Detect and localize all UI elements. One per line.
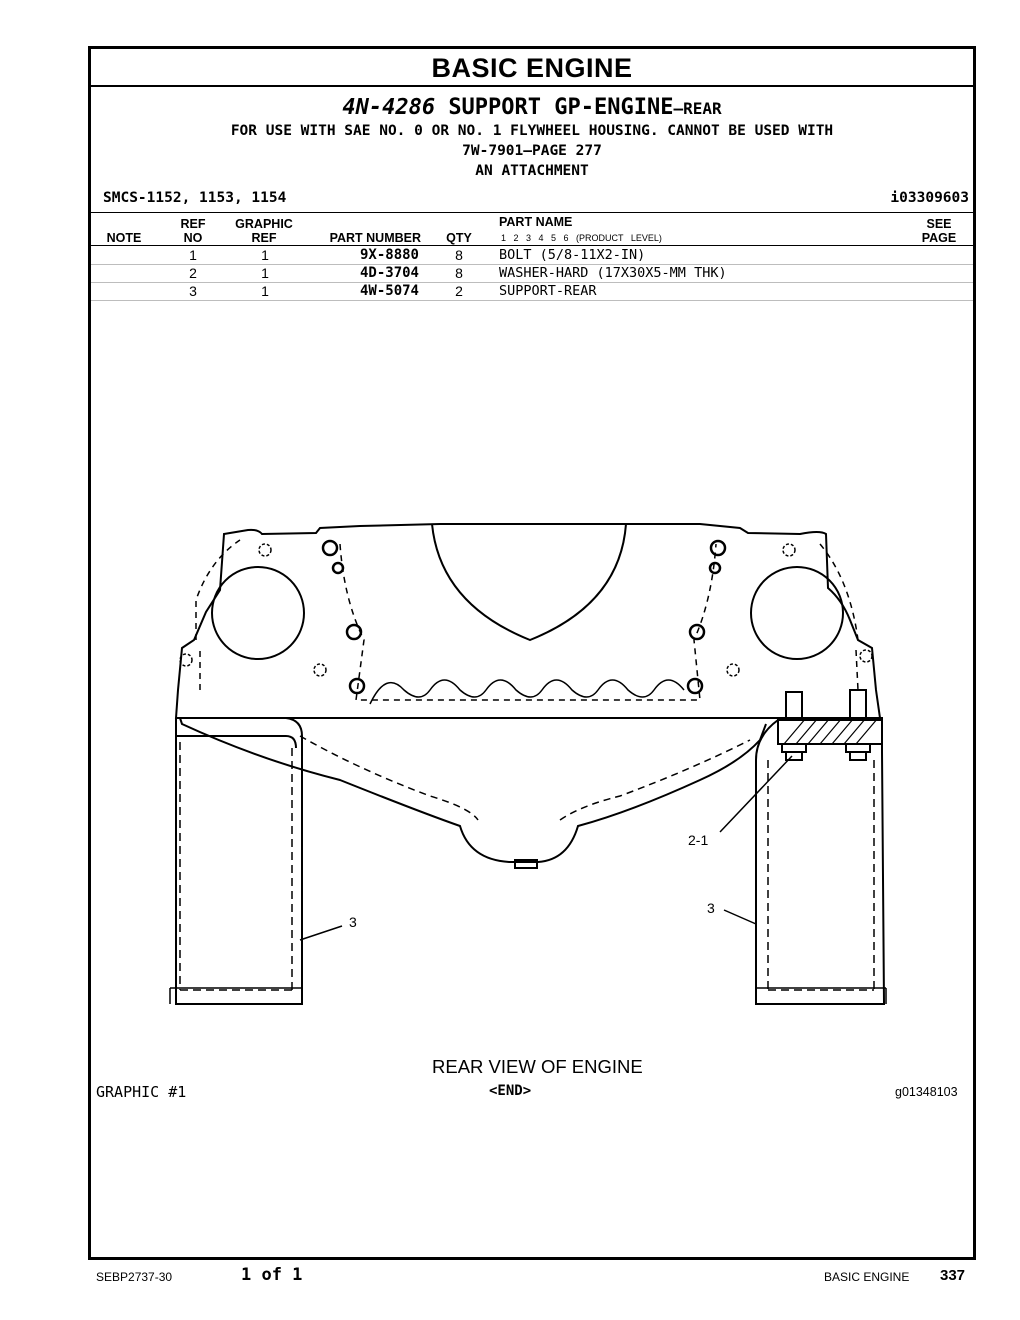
header-part-number: PART NUMBER [329,231,421,245]
left-support-foot [169,987,302,1004]
row2-graphic: 1 [261,265,269,281]
drain-plug [514,859,538,869]
row1-rule [91,264,973,265]
engine-block-outline [174,523,882,719]
table-header-rule [91,245,973,246]
group-title: 4N-4286 SUPPORT GP-ENGINE—REAR [91,95,973,120]
table-top-rule [91,212,973,213]
group-note-1: FOR USE WITH SAE NO. 0 OR NO. 1 FLYWHEEL… [230,123,834,139]
group-suffix: —REAR [673,99,722,118]
header-product-level: 1 2 3 4 5 6 (PRODUCT LEVEL) [501,233,662,243]
nut-left [785,751,803,761]
row2-rule [91,282,973,283]
row2-qty: 8 [455,265,463,281]
row1-part-name: BOLT (5/8-11X2-IN) [499,247,646,263]
row3-part-name: SUPPORT-REAR [499,283,597,299]
graphic-number: GRAPHIC #1 [96,1083,187,1101]
group-note-2: 7W-7901—PAGE 277 [462,143,602,159]
oil-pan-inner [299,735,751,821]
row2-ref: 2 [189,265,197,281]
washer-left [781,743,807,753]
footer-page-of: 1 of 1 [241,1265,303,1285]
section-title-bar: BASIC ENGINE [91,49,973,87]
callout-leader-2-1 [719,755,793,833]
row3-graphic: 1 [261,283,269,299]
header-graphic-1: GRAPHIC [235,217,293,231]
nut-right [849,751,867,761]
flange-hatch [783,717,879,745]
row1-part-number[interactable]: 9X-8880 [359,247,419,263]
header-see-page-2: PAGE [921,231,957,245]
row3-rule [91,300,973,301]
bolt-holes [321,539,727,695]
header-ref-1: REF [180,217,206,231]
row1-qty: 8 [455,247,463,263]
end-marker: <END> [489,1083,532,1099]
callout-2-1: 2-1 [688,832,709,848]
group-name: SUPPORT GP-ENGINE [448,95,674,120]
callout-3-left: 3 [349,914,357,930]
header-see-page-1: SEE [926,217,952,231]
callout-3-right: 3 [707,900,715,916]
engine-rear-view-drawing [169,523,887,1005]
left-support-dash [179,742,293,991]
header-qty: QTY [446,231,472,245]
group-part-number: 4N-4286 [342,95,436,120]
view-label: REAR VIEW OF ENGINE [432,1056,643,1077]
row2-part-name: WASHER-HARD (17X30X5-MM THK) [499,265,727,281]
oil-pan-outline [179,717,767,863]
header-part-name: PART NAME [499,215,573,229]
header-ref-2: NO [183,231,203,245]
callout-leader-3-right [723,909,757,925]
right-bore [750,566,844,660]
header-graphic-2: REF [251,231,277,245]
bolt-1-left [785,691,803,719]
bolt-1-right [849,689,867,719]
graphic-id: g01348103 [895,1085,958,1099]
row1-graphic: 1 [261,247,269,263]
scalloped-edge [369,679,685,705]
smcs-codes: SMCS-1152, 1153, 1154 [103,190,287,206]
header-note: NOTE [106,231,142,245]
right-support-dash [767,760,875,991]
row3-qty: 2 [455,283,463,299]
dowel-holes [179,543,873,677]
footer-section: BASIC ENGINE [824,1270,910,1284]
group-note-3: AN ATTACHMENT [475,163,589,179]
crank-bore [431,523,627,642]
page-frame: BASIC ENGINE 4N-4286 SUPPORT GP-ENGINE—R… [88,46,976,1260]
washer-right [845,743,871,753]
right-support-bracket [755,719,886,1005]
footer-page-number: 337 [940,1267,966,1284]
footer-doc-id: SEBP2737-30 [96,1270,173,1284]
housing-inner-dash [195,539,859,701]
right-support-foot [756,987,887,1004]
section-title: BASIC ENGINE [431,53,633,83]
info-id: i03309603 [890,190,969,206]
row1-ref: 1 [189,247,197,263]
row3-part-number[interactable]: 4W-5074 [359,283,419,299]
row2-part-number[interactable]: 4D-3704 [359,265,419,281]
row3-ref: 3 [189,283,197,299]
callout-leader-3-left [299,925,343,941]
left-bore [211,566,305,660]
left-support-bracket [175,717,303,1005]
